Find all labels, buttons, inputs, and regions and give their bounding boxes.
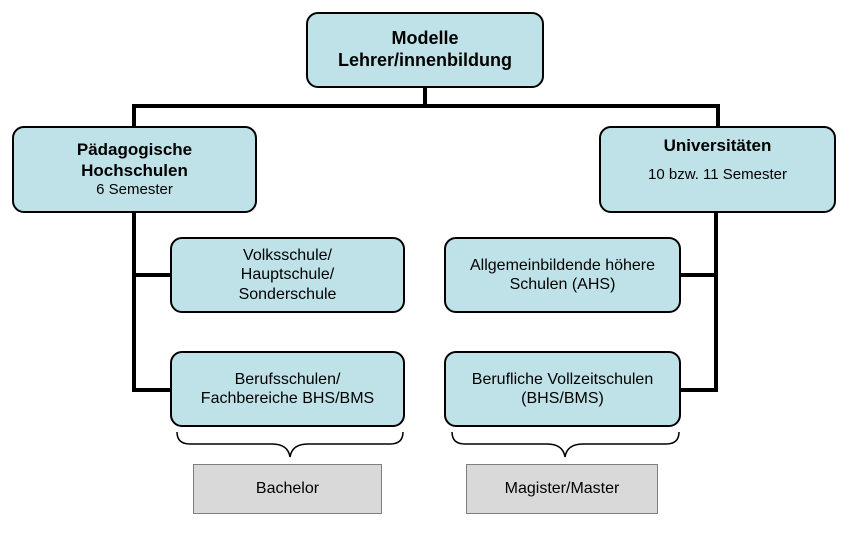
degree-bachelor: Bachelor xyxy=(193,464,382,514)
left-child-1-line1: Volksschule/ xyxy=(243,247,332,265)
left-child-1-line3: Sonderschule xyxy=(238,285,337,303)
right-child-2-line1: Berufliche Vollzeitschulen xyxy=(471,370,654,388)
left-title-line1: Pädagogische xyxy=(76,140,193,160)
root-title-line1: Modelle xyxy=(391,28,459,49)
left-subtitle: 6 Semester xyxy=(96,180,173,198)
right-child-1-line2: Schulen (AHS) xyxy=(509,276,616,293)
right-curly-brace xyxy=(451,431,680,458)
left-curly-brace xyxy=(176,431,404,458)
node-ahs: Allgemeinbildende höhere Schulen (AHS) xyxy=(444,237,681,313)
right-subtitle: 10 bzw. 11 Semester xyxy=(648,166,787,184)
left-title-line2: Hochschulen xyxy=(81,160,188,180)
left-child-1-line2: Hauptschule/ xyxy=(240,266,335,284)
left-child-2-line2: Fachbereiche BHS/BMS xyxy=(200,390,375,407)
degree-magister-master: Magister/Master xyxy=(466,464,658,514)
right-child-2-line2: (BHS/BMS) xyxy=(521,390,604,407)
root-title-line2: Lehrer/innenbildung xyxy=(338,50,512,70)
right-title: Universitäten xyxy=(663,136,772,155)
root-node: Modelle Lehrer/innenbildung xyxy=(306,12,544,88)
right-child-1-line1: Allgemeinbildende höhere xyxy=(469,256,656,274)
node-berufliche-vollzeitschulen: Berufliche Vollzeitschulen (BHS/BMS) xyxy=(444,351,681,427)
node-paedagogische-hochschulen: Pädagogische Hochschulen 6 Semester xyxy=(12,126,257,213)
node-universitaeten: Universitäten 10 bzw. 11 Semester xyxy=(599,126,836,213)
left-child-2-line1: Berufsschulen/ xyxy=(234,370,341,388)
node-volksschule: Volksschule/ Hauptschule/ Sonderschule xyxy=(170,237,405,313)
node-berufsschulen: Berufsschulen/ Fachbereiche BHS/BMS xyxy=(170,351,405,427)
